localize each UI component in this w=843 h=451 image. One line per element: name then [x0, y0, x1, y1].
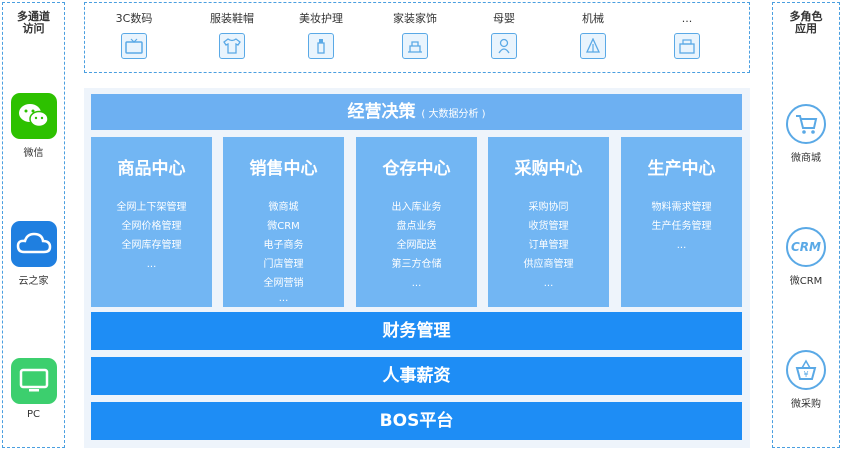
- machinery-icon: [580, 33, 606, 59]
- wechat-icon: [10, 93, 57, 139]
- home-decor-icon: [402, 33, 428, 59]
- category-label: 服装鞋帽: [210, 12, 254, 25]
- app-label: 微CRM: [789, 276, 823, 287]
- center-item: 收货管理: [528, 221, 569, 232]
- center-item: 出入库业务: [391, 202, 442, 213]
- baby-icon: [491, 33, 517, 59]
- crm-icon: CRM: [786, 227, 826, 267]
- cloud-icon: [10, 221, 57, 267]
- center-item: 第三方仓储: [391, 259, 442, 270]
- center-item: 供应商管理: [523, 259, 574, 270]
- category-label: ...: [681, 12, 693, 25]
- center-item: 全网上下架管理: [116, 202, 187, 213]
- crm-icon-text: CRM: [791, 240, 821, 254]
- right-panel-title: 多角色 应用: [789, 10, 823, 35]
- sales-center[interactable]: 销售中心 微商城 微CRM 电子商务 门店管理 全网营销 ...: [223, 137, 344, 307]
- center-title: 生产中心: [647, 159, 716, 179]
- category-3c-digital[interactable]: 3C数码: [104, 12, 164, 59]
- center-title: 销售中心: [249, 159, 318, 179]
- category-label: 机械: [582, 12, 604, 25]
- product-center[interactable]: 商品中心 全网上下架管理 全网价格管理 全网库存管理 ...: [91, 137, 212, 307]
- center-item: 全网配送: [396, 240, 437, 251]
- decision-subtitle: ( 大数据分析 ): [421, 109, 486, 120]
- warehouse-center[interactable]: 仓存中心 出入库业务 盘点业务 全网配送 第三方仓储 ...: [356, 137, 477, 307]
- category-label: 3C数码: [115, 12, 153, 25]
- category-apparel[interactable]: 服装鞋帽: [202, 12, 262, 59]
- channel-wechat[interactable]: 微信: [3, 93, 64, 159]
- shopping-cart-icon: [786, 104, 826, 144]
- channel-label: 微信: [23, 148, 44, 159]
- bos-platform-bar[interactable]: BOS平台: [91, 402, 742, 440]
- center-title: 采购中心: [514, 159, 583, 179]
- center-item: 门店管理: [263, 259, 304, 270]
- center-title: 仓存中心: [382, 159, 451, 179]
- cosmetics-icon: [308, 33, 334, 59]
- channel-cloudhub[interactable]: 云之家: [3, 221, 64, 287]
- category-label: 家装家饰: [393, 12, 437, 25]
- center-item-list: 全网上下架管理 全网价格管理 全网库存管理 ...: [91, 198, 212, 274]
- center-item: 电子商务: [263, 240, 304, 251]
- monitor-icon: [10, 358, 57, 404]
- decision-title: 经营决策: [347, 102, 416, 122]
- center-item-list: 采购协同 收货管理 订单管理 供应商管理 ...: [488, 198, 609, 293]
- center-item: 全网价格管理: [121, 221, 182, 232]
- business-decision-bar[interactable]: 经营决策 ( 大数据分析 ): [91, 94, 742, 130]
- center-item: ...: [543, 278, 554, 289]
- app-micro-mall[interactable]: 微商城: [773, 104, 839, 164]
- category-home-decor[interactable]: 家装家饰: [385, 12, 445, 59]
- purchase-basket-icon: ¥: [786, 350, 826, 390]
- center-item: ...: [676, 240, 687, 251]
- app-micro-crm[interactable]: CRM 微CRM: [773, 227, 839, 287]
- center-item: 生产任务管理: [651, 221, 712, 232]
- center-item-list: 出入库业务 盘点业务 全网配送 第三方仓储 ...: [356, 198, 477, 293]
- svg-text:¥: ¥: [803, 370, 808, 379]
- category-label: 母婴: [493, 12, 515, 25]
- center-item-list: 微商城 微CRM 电子商务 门店管理 全网营销 ...: [223, 198, 344, 305]
- multi-channel-access-panel: 多通道 访问 微信 云之家 PC: [2, 2, 65, 448]
- center-item: 全网营销: [263, 278, 304, 289]
- center-item: ...: [146, 259, 157, 270]
- center-item: 全网库存管理: [121, 240, 182, 251]
- procurement-center[interactable]: 采购中心 采购协同 收货管理 订单管理 供应商管理 ...: [488, 137, 609, 307]
- app-micro-purchase[interactable]: ¥ 微采购: [773, 350, 839, 410]
- category-more[interactable]: ...: [657, 12, 717, 59]
- channel-label: 云之家: [18, 276, 49, 287]
- industry-categories-panel: 3C数码 服装鞋帽 美妆护理 家装家饰 母婴 机械 ...: [84, 2, 750, 73]
- category-cosmetics[interactable]: 美妆护理: [291, 12, 351, 59]
- channel-label: PC: [26, 409, 40, 420]
- center-item: 物料需求管理: [651, 202, 712, 213]
- tv-icon: [121, 33, 147, 59]
- more-goods-icon: [674, 33, 700, 59]
- center-item-list: 物料需求管理 生产任务管理 ...: [621, 198, 742, 255]
- category-label: 美妆护理: [299, 12, 343, 25]
- channel-pc[interactable]: PC: [3, 358, 64, 420]
- app-label: 微商城: [791, 153, 821, 164]
- center-item: 微商城: [268, 202, 299, 213]
- finance-management-bar[interactable]: 财务管理: [91, 312, 742, 350]
- left-panel-title: 多通道 访问: [17, 10, 50, 35]
- shirt-icon: [219, 33, 245, 59]
- center-item: ...: [278, 293, 289, 304]
- production-center[interactable]: 生产中心 物料需求管理 生产任务管理 ...: [621, 137, 742, 307]
- hr-payroll-bar[interactable]: 人事薪资: [91, 357, 742, 395]
- category-mother-baby[interactable]: 母婴: [474, 12, 534, 59]
- app-label: 微采购: [791, 399, 821, 410]
- category-machinery[interactable]: 机械: [563, 12, 623, 59]
- center-item: 微CRM: [267, 221, 300, 232]
- center-item: 盘点业务: [396, 221, 437, 232]
- center-item: 订单管理: [528, 240, 569, 251]
- multi-role-app-panel: 多角色 应用 微商城 CRM 微CRM ¥ 微采购: [772, 2, 840, 448]
- center-item: 采购协同: [528, 202, 569, 213]
- center-item: ...: [411, 278, 422, 289]
- center-title: 商品中心: [117, 159, 186, 179]
